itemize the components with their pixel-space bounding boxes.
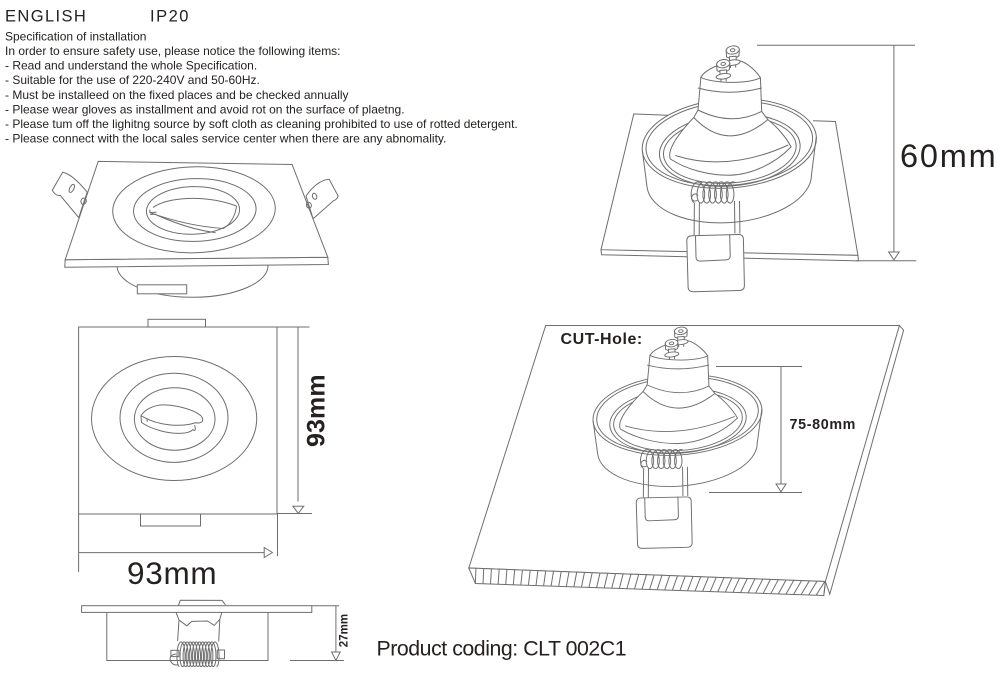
svg-text:27mm: 27mm bbox=[339, 614, 351, 647]
svg-text:ENGLISH: ENGLISH bbox=[5, 8, 87, 26]
svg-text:93mm: 93mm bbox=[303, 374, 331, 447]
svg-text:Product coding: CLT 002C1: Product coding: CLT 002C1 bbox=[377, 636, 627, 660]
svg-text:- Please wear gloves as instal: - Please wear gloves as installment and … bbox=[5, 102, 405, 116]
svg-text:IP20: IP20 bbox=[150, 8, 190, 26]
svg-text:- Suitable for the use of 220-: - Suitable for the use of 220-240V and 5… bbox=[5, 73, 260, 87]
svg-text:- Please connect with the loca: - Please connect with the local sales se… bbox=[5, 132, 446, 146]
svg-text:60mm: 60mm bbox=[900, 138, 998, 174]
svg-text:In order to ensure safety use,: In order to ensure safety use, please no… bbox=[5, 44, 341, 58]
svg-text:Specification of installation: Specification of installation bbox=[5, 30, 146, 44]
svg-text:CUT-Hole:: CUT-Hole: bbox=[561, 331, 643, 348]
svg-text:- Please tum off the lighitng: - Please tum off the lighitng source by … bbox=[5, 117, 518, 131]
svg-text:- Read and understand the whol: - Read and understand the whole Specific… bbox=[5, 59, 257, 73]
svg-text:- Must be installeed on the fi: - Must be installeed on the fixed places… bbox=[5, 88, 349, 102]
svg-text:93mm: 93mm bbox=[127, 555, 217, 591]
svg-text:75-80mm: 75-80mm bbox=[790, 417, 857, 433]
